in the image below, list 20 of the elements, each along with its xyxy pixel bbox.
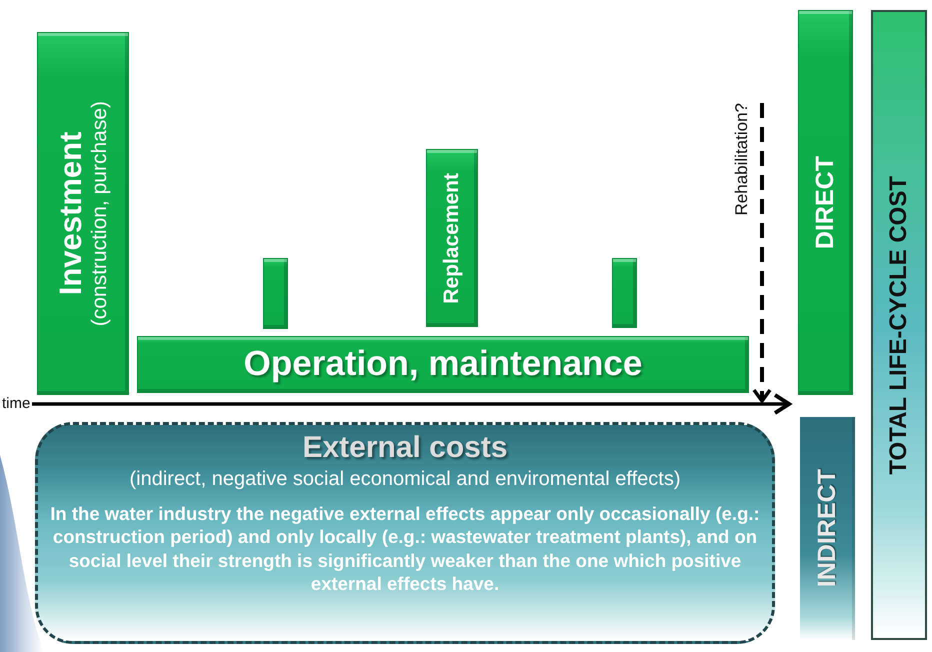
cost-bar	[426, 149, 478, 327]
panel-paragraph: In the water industry the negative external effects appear only occasionally (e.g.: construction period) and only locally (e.g.: wastewater treatment plants), and on social level their strength is significantly weaker than the one which positive external effects have.	[49, 502, 761, 596]
category-bar	[800, 417, 855, 640]
panel-subtitle: (indirect, negative social economical and enviromental effects)	[129, 468, 681, 490]
cost-bar	[612, 258, 637, 328]
bar-title: Investment	[54, 130, 88, 298]
bar-title: INDIRECT	[814, 469, 842, 588]
bar-title: Operation, maintenance	[244, 345, 642, 384]
cost-bar	[137, 336, 749, 393]
cost-bar	[37, 32, 129, 395]
bar-title: TOTAL LIFE-CYCLE COST	[886, 176, 912, 474]
cost-bar	[263, 258, 288, 329]
axis-label: time	[2, 396, 30, 412]
bar-subtitle: (construction, purchase)	[88, 100, 112, 326]
category-bar	[871, 10, 927, 640]
bar-title: DIRECT	[812, 156, 840, 250]
bar-title: Replacement	[440, 172, 464, 304]
panel-title: External costs	[302, 431, 508, 464]
cost-bar	[798, 10, 853, 395]
marker-label: Rehabilitation?	[733, 103, 752, 216]
